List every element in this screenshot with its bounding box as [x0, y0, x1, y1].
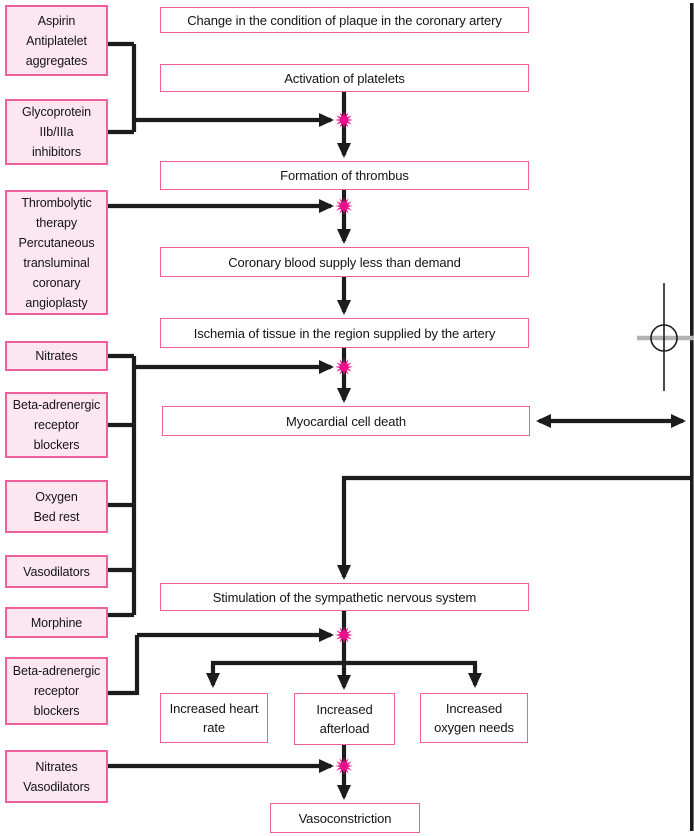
treatment-beta-blockers-2: Beta-adrenergic receptor blockers [5, 657, 108, 725]
process-increased-oxygen-needs: Increased oxygen needs [420, 693, 528, 743]
treatment-oxygen-bed-rest: Oxygen Bed rest [5, 480, 108, 533]
process-ischemia: Ischemia of tissue in the region supplie… [160, 318, 529, 348]
treatment-morphine: Morphine [5, 607, 108, 638]
process-myocardial-cell-death: Myocardial cell death [162, 406, 530, 436]
process-thrombus-formation: Formation of thrombus [160, 161, 529, 190]
process-sympathetic-stimulation: Stimulation of the sympathetic nervous s… [160, 583, 529, 611]
process-vasoconstriction: Vasoconstriction [270, 803, 420, 833]
drug-action-star-icon [335, 626, 353, 644]
main-flow-arrows [206, 3, 694, 831]
process-increased-afterload: Increased afterload [294, 693, 395, 745]
page-edge-rule [690, 3, 694, 831]
process-increased-heart-rate: Increased heart rate [160, 693, 268, 743]
process-supply-less-than-demand: Coronary blood supply less than demand [160, 247, 529, 277]
treatment-aspirin-antiplatelet: Aspirin Antiplatelet aggregates [5, 5, 108, 76]
treatment-arrows [108, 41, 334, 773]
treatment-nitrates-vasodilators: Nitrates Vasodilators [5, 750, 108, 803]
drug-action-star-icon [335, 197, 353, 215]
treatment-vasodilators: Vasodilators [5, 555, 108, 588]
treatment-glycoprotein-inhibitors: Glycoprotein IIb/IIIa inhibitors [5, 99, 108, 165]
drug-action-star-icon [335, 358, 353, 376]
process-platelet-activation: Activation of platelets [160, 64, 529, 92]
registration-mark-icon [637, 283, 694, 391]
treatment-thrombolytic-ptca: Thrombolytic therapy Percutaneous transl… [5, 190, 108, 315]
process-plaque-change: Change in the condition of plaque in the… [160, 7, 529, 33]
treatment-beta-blockers: Beta-adrenergic receptor blockers [5, 392, 108, 458]
treatment-nitrates: Nitrates [5, 341, 108, 371]
drug-action-star-icon [335, 757, 353, 775]
drug-action-star-icon [335, 111, 353, 129]
